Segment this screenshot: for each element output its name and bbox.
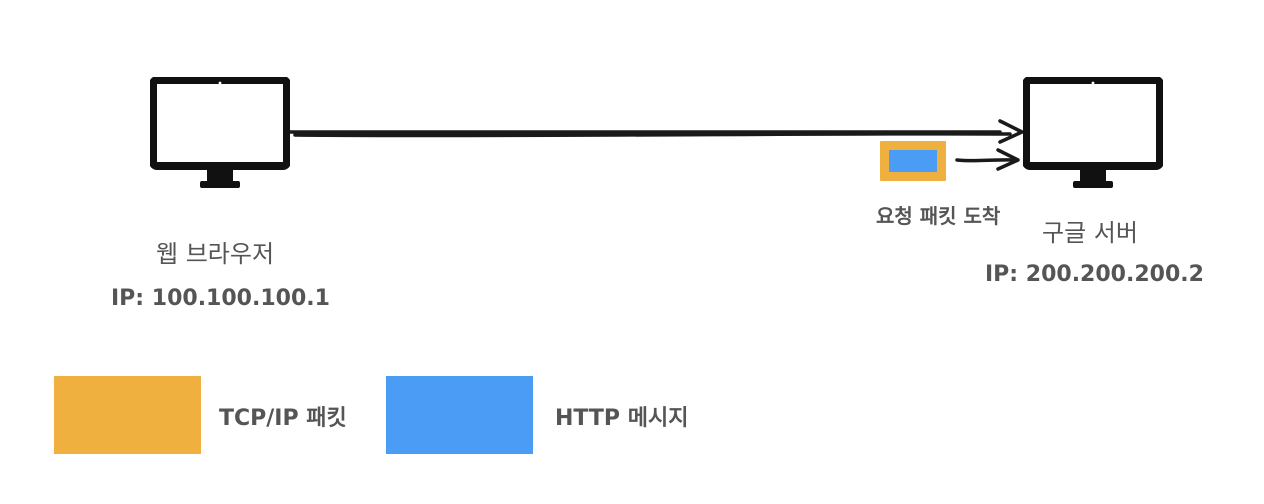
packet-arrow-line bbox=[955, 158, 1018, 163]
client-ip: IP: 100.100.100.1 bbox=[111, 286, 330, 311]
http-message bbox=[889, 150, 937, 172]
legend-label-http: HTTP 메시지 bbox=[555, 406, 689, 431]
legend-swatch-tcp bbox=[54, 376, 201, 454]
client-name: 웹 브라우저 bbox=[156, 240, 275, 268]
legend-label-tcp: TCP/IP 패킷 bbox=[219, 406, 347, 431]
connection-arrowhead bbox=[998, 119, 1024, 144]
server-ip: IP: 200.200.200.2 bbox=[985, 262, 1204, 287]
server-name: 구글 서버 bbox=[1042, 219, 1138, 247]
tcp-packet bbox=[880, 141, 946, 181]
client-monitor-icon bbox=[150, 77, 290, 189]
server-monitor-icon bbox=[1023, 77, 1163, 189]
packet-arrowhead bbox=[996, 148, 1020, 171]
packet-status-label: 요청 패킷 도착 bbox=[876, 204, 1001, 228]
legend-swatch-http bbox=[386, 376, 533, 454]
connection-line bbox=[287, 129, 1012, 138]
